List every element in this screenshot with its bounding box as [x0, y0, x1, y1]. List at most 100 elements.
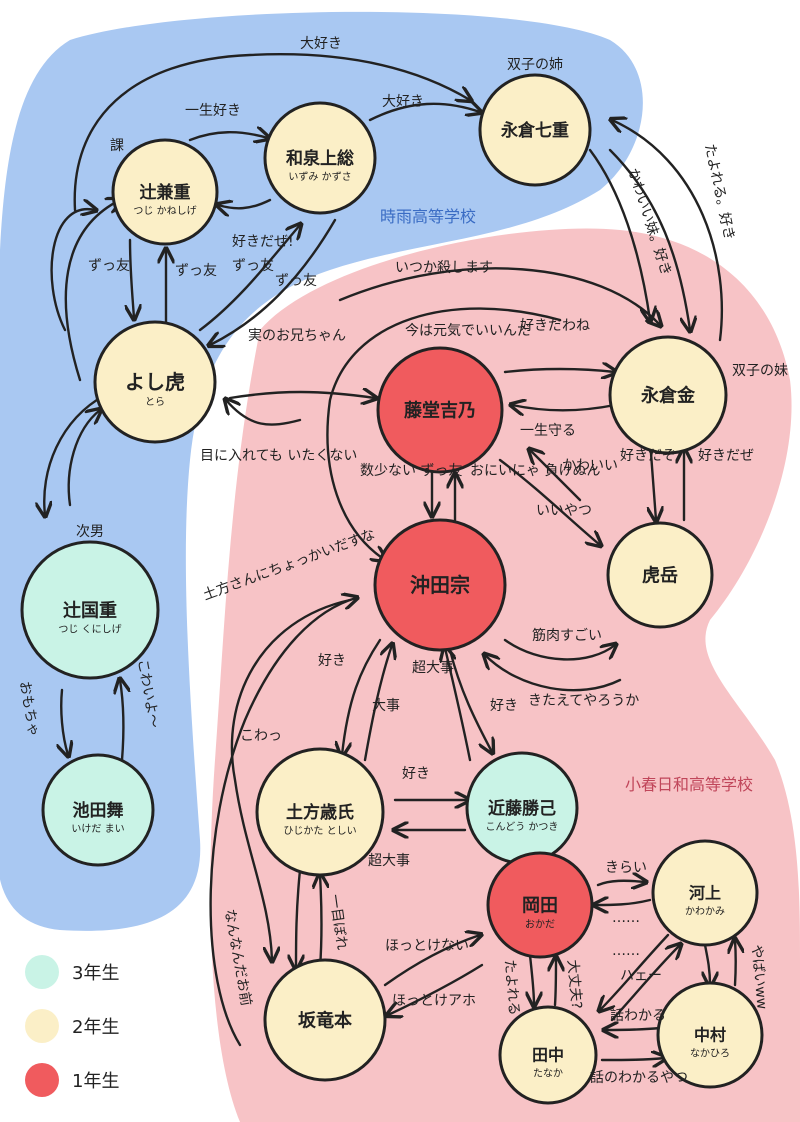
label-zutomo4: ずっ友 — [275, 273, 317, 289]
node-reading-nakamura: なかひろ — [690, 1048, 730, 1060]
edge-left-long2 — [64, 200, 120, 382]
node-name-kane: 永倉金 — [640, 384, 696, 406]
node-okita: 沖田宗 — [373, 518, 507, 652]
edge-nanae-kane2 — [588, 148, 650, 320]
node-circle-okada — [486, 851, 594, 959]
label-suki-okita: 好き — [318, 653, 346, 669]
node-name-tanaka: 田中 — [532, 1046, 564, 1065]
label-suki-dazee2: 好きだぜ — [698, 448, 754, 464]
edge-kunishige-yoshitora — [67, 410, 100, 507]
label-isshou-suki: 一生好き — [185, 103, 241, 119]
edges — [44, 53, 736, 1060]
label-kawaii: かわいい — [562, 458, 618, 474]
node-name-toragaku: 虎岳 — [642, 564, 678, 586]
edge-hijikata-okita — [363, 645, 392, 762]
node-reading-kaneshige: つじ かねしげ — [133, 205, 196, 217]
label-daijoubu: 大丈夫? — [564, 959, 584, 1010]
label-suki-dawa: 好きだわね — [520, 318, 590, 334]
node-circle-toragaku — [606, 521, 714, 629]
edge-toragaku-okita — [530, 450, 582, 502]
node-circle-hijikata — [255, 747, 385, 877]
node-reading-hijikata: ひじかた としい — [283, 825, 356, 837]
node-circle-ikedamai — [41, 753, 155, 867]
edge-left-long — [50, 209, 95, 332]
label-kinniku: 筋肉すごい — [532, 627, 602, 644]
edge-izumi-yoshitora — [210, 218, 337, 345]
edge-ikeda-kunishige — [120, 680, 123, 762]
edge-yoshino-kane — [503, 369, 615, 372]
label-me-ni: 目に入れても いたくない — [200, 448, 357, 464]
label-iiyatsu: いいやつ — [536, 503, 592, 519]
edge-izumi-nanae — [368, 104, 480, 122]
label-hottokenai: ほっとけない — [385, 938, 469, 954]
legend-label-grade1: 1年生 — [72, 1071, 119, 1092]
label-suki-kondou: 好き — [490, 698, 518, 714]
node-circle-yoshino — [376, 346, 504, 474]
node-reading-kunishige: つじ くにしげ — [58, 623, 121, 635]
node-circle-izumi — [263, 101, 377, 215]
label-dots1: …… — [612, 910, 640, 926]
node-circle-okita — [373, 518, 507, 652]
label-zutomo3: ずっ友 — [232, 258, 274, 274]
edge-yoshino-yoshitora — [226, 400, 302, 426]
edge-toragaku-okita-kitaete — [485, 655, 622, 692]
label-isshou-mamoru: 一生守る — [520, 423, 576, 439]
edge-top-daisuki — [73, 53, 470, 212]
edge-kunishige-ikeda — [61, 688, 68, 755]
label-chou-daiji: 超大事 — [412, 660, 454, 676]
label-suki-dazo: 好きだぞ — [620, 448, 676, 464]
node-reading-izumi: いずみ かずさ — [288, 171, 351, 183]
edge-kane-nanae — [612, 120, 724, 342]
label-zutomo1: ずっ友 — [88, 258, 130, 274]
node-name-sakamoto: 坂竜本 — [298, 1009, 352, 1031]
edge-kawakami-okada — [595, 900, 652, 905]
node-name-okada: 岡田 — [522, 895, 558, 916]
label-suki-hk: 好き — [402, 766, 430, 782]
edge-tanaka-kawakami — [610, 945, 680, 1022]
label-onii-nya: おにいにゃ 負けぬん — [470, 463, 600, 479]
node-reading-yoshitora: とら — [145, 396, 165, 408]
node-name-yoshino: 藤堂吉乃 — [404, 399, 476, 421]
edge-kondou-okita — [445, 648, 472, 762]
legend-swatch-grade3 — [25, 955, 59, 989]
edge-kaneshige-izumi — [188, 132, 268, 140]
edge-okita-toragaku-kinniku — [503, 638, 615, 661]
node-name-nakamura: 中村 — [694, 1026, 726, 1045]
node-reading-kondou: こんどう かつき — [486, 821, 559, 833]
node-sakamoto: 坂竜本 — [263, 958, 387, 1082]
legend: 3年生 2年生 1年生 — [25, 955, 119, 1097]
edge-left-okita — [209, 598, 356, 1047]
label-kirai: きらい — [605, 860, 647, 876]
label-kotoba: 話わかる — [610, 1007, 666, 1024]
label-daisuki-mid: 大好き — [382, 94, 424, 110]
node-circle-sakamoto — [263, 958, 387, 1082]
legend-label-grade3: 3年生 — [72, 963, 119, 984]
edge-kane-yoshino — [512, 405, 617, 410]
label-dots2: …… — [612, 943, 640, 959]
edge-tanaka-okada — [555, 958, 556, 1007]
node-reading-kawakami: かわかみ — [685, 906, 725, 918]
edge-kawakami-tanaka — [600, 933, 670, 1010]
edge-okada-sakamoto — [388, 963, 484, 1015]
edge-nakamura-kawakami — [735, 940, 736, 987]
edge-yoshitora-izumi — [198, 225, 300, 332]
node-name-nanae: 永倉七重 — [500, 120, 569, 141]
label-yabaww: やばいww — [748, 944, 770, 1010]
node-reading-ikedamai: いけだ まい — [71, 823, 124, 835]
node-name-yoshitora: よし虎 — [125, 370, 185, 394]
label-me-bore: 一目ぼれ — [326, 893, 350, 951]
node-circle-kane — [608, 335, 728, 455]
node-name-kaneshige: 辻兼重 — [140, 182, 191, 203]
label-zutomo2: ずっ友 — [175, 263, 217, 279]
